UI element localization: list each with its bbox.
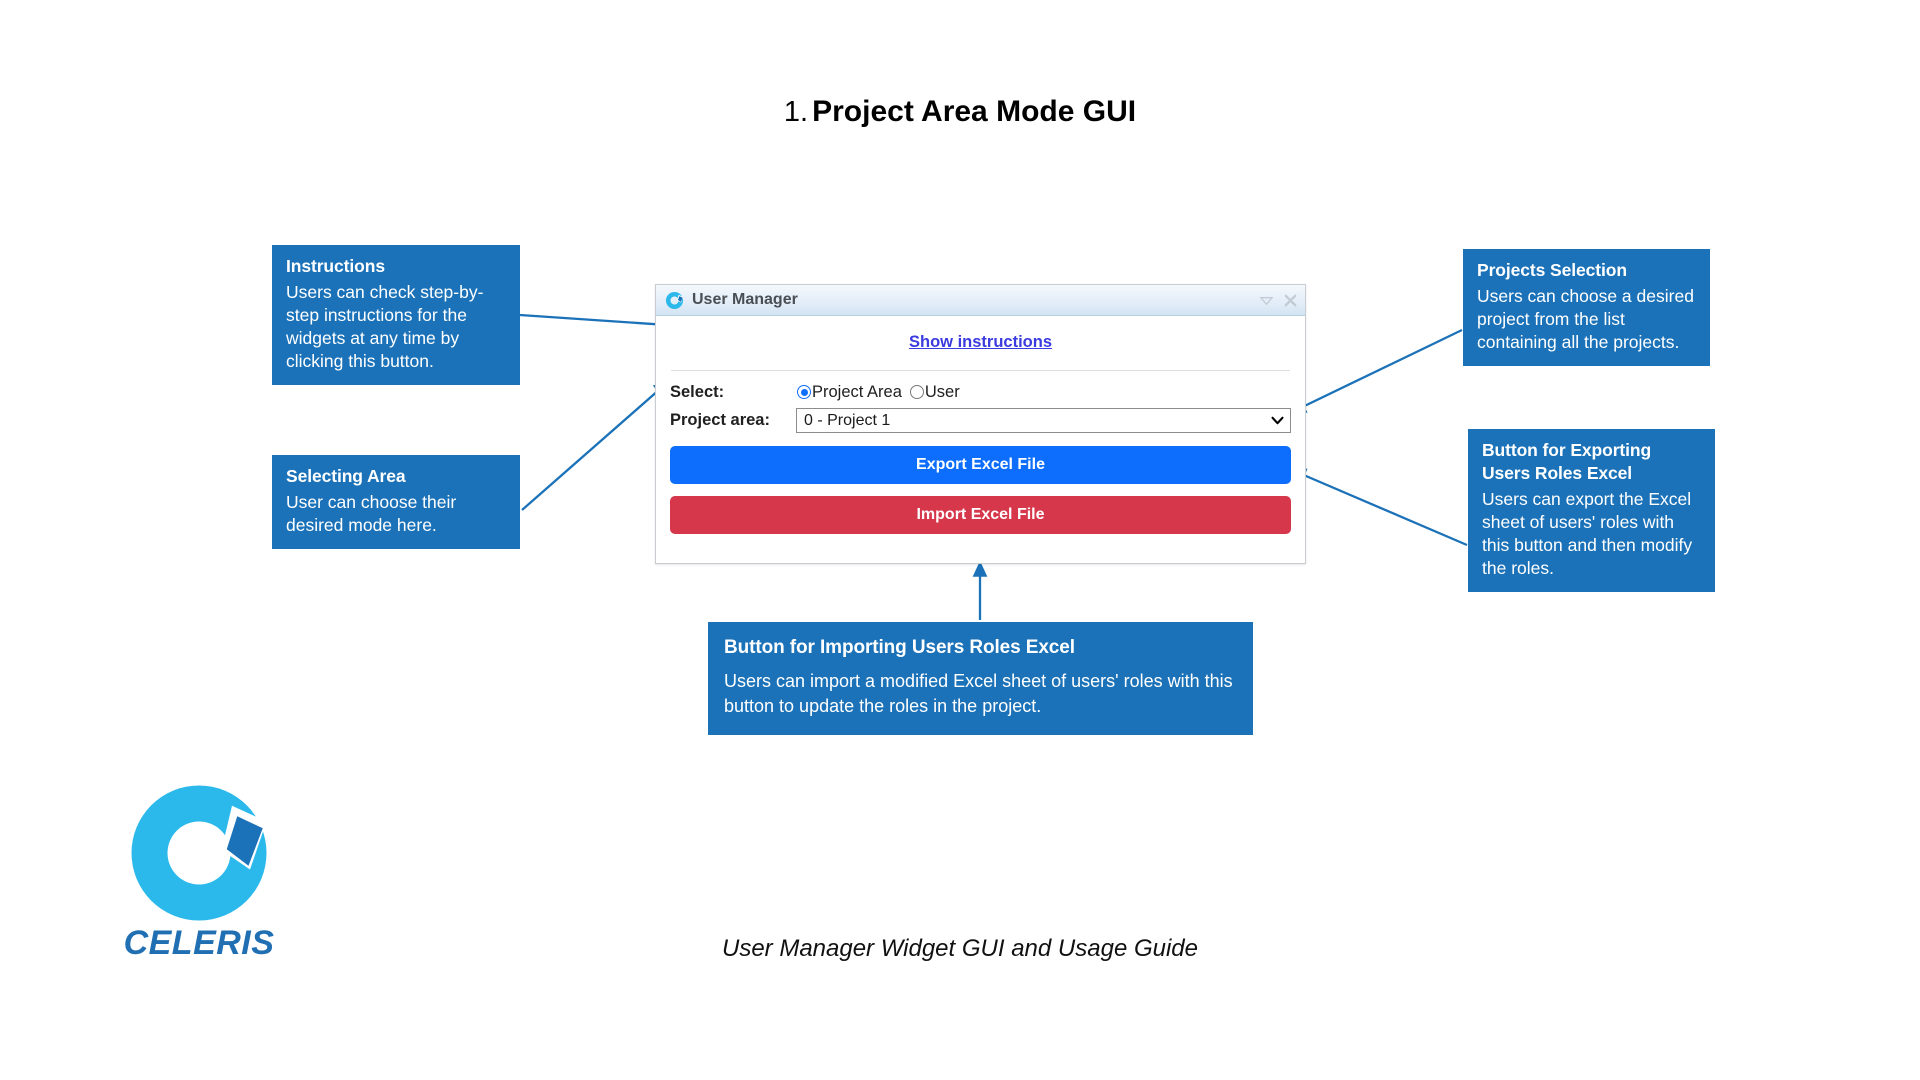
radio-project-area[interactable]: Project Area	[797, 383, 909, 402]
collapse-icon[interactable]	[1259, 293, 1274, 308]
select-label: Select:	[670, 382, 725, 401]
radio-user-dot[interactable]	[909, 385, 924, 399]
section-divider	[671, 370, 1290, 371]
callout-selecting-area-title: Selecting Area	[286, 466, 406, 486]
mode-radio-group: Project Area User	[797, 383, 968, 402]
instructions-link-row: Show instructions	[670, 316, 1291, 358]
page-title-number: 1.	[783, 96, 809, 128]
import-excel-button[interactable]: Import Excel File	[670, 496, 1291, 534]
project-area-selected-value: 0 - Project 1	[804, 411, 891, 429]
chevron-down-icon	[1271, 416, 1284, 425]
close-icon[interactable]	[1283, 293, 1298, 308]
project-area-label: Project area:	[670, 411, 770, 429]
project-area-select[interactable]: 0 - Project 1	[796, 408, 1291, 433]
dialog-titlebar[interactable]: User Manager	[656, 285, 1305, 316]
select-mode-row: Select: Project Area User	[670, 380, 1291, 404]
page-title: 1.Project Area Mode GUI	[0, 95, 1920, 129]
callout-import-button-title: Button for Importing Users Roles Excel	[724, 637, 1075, 658]
callout-export-button: Button for Exporting Users Roles Excel U…	[1468, 429, 1715, 592]
callout-export-button-title: Button for Exporting Users Roles Excel	[1482, 440, 1652, 483]
callout-selecting-area-body: User can choose their desired mode here.	[286, 491, 457, 535]
callout-instructions-title: Instructions	[286, 256, 385, 276]
arrow-projects-selection	[1289, 328, 1463, 414]
radio-user[interactable]: User	[909, 382, 967, 402]
celeris-c-icon	[665, 291, 684, 309]
radio-project-area-label: Project Area	[812, 382, 902, 401]
callout-import-button-body: Users can import a modified Excel sheet …	[724, 670, 1233, 716]
callout-projects-selection: Projects Selection Users can choose a de…	[1463, 249, 1710, 366]
callout-projects-selection-body: Users can choose a desired project from …	[1477, 285, 1694, 352]
callout-import-button: Button for Importing Users Roles Excel U…	[708, 622, 1253, 735]
callout-export-button-body: Users can export the Excel sheet of user…	[1482, 488, 1693, 578]
show-instructions-link[interactable]: Show instructions	[908, 333, 1052, 351]
callout-selecting-area: Selecting Area User can choose their des…	[272, 455, 520, 549]
callout-instructions-body: Users can check step-by-step instruction…	[286, 281, 484, 371]
arrow-export-button	[1289, 468, 1468, 547]
dialog-body: Show instructions Select: Project Area U…	[656, 316, 1305, 563]
radio-user-label: User	[924, 382, 960, 401]
celeris-logo-text: CELERIS	[123, 924, 275, 962]
arrow-selecting-area	[521, 380, 670, 511]
page-title-text: Project Area Mode GUI	[812, 95, 1137, 128]
project-area-row: Project area: 0 - Project 1	[670, 408, 1291, 433]
export-excel-button[interactable]: Export Excel File	[670, 446, 1291, 484]
callout-projects-selection-title: Projects Selection	[1477, 260, 1627, 280]
callout-instructions: Instructions Users can check step-by-ste…	[272, 245, 520, 385]
radio-project-area-dot[interactable]	[797, 385, 811, 399]
user-manager-dialog: User Manager Show instructions Select: P…	[655, 284, 1306, 564]
dialog-title: User Manager	[692, 291, 798, 308]
footer-caption: User Manager Widget GUI and Usage Guide	[721, 935, 1198, 962]
celeris-logo-mark-icon	[131, 785, 267, 921]
celeris-logo: CELERIS	[104, 778, 294, 963]
